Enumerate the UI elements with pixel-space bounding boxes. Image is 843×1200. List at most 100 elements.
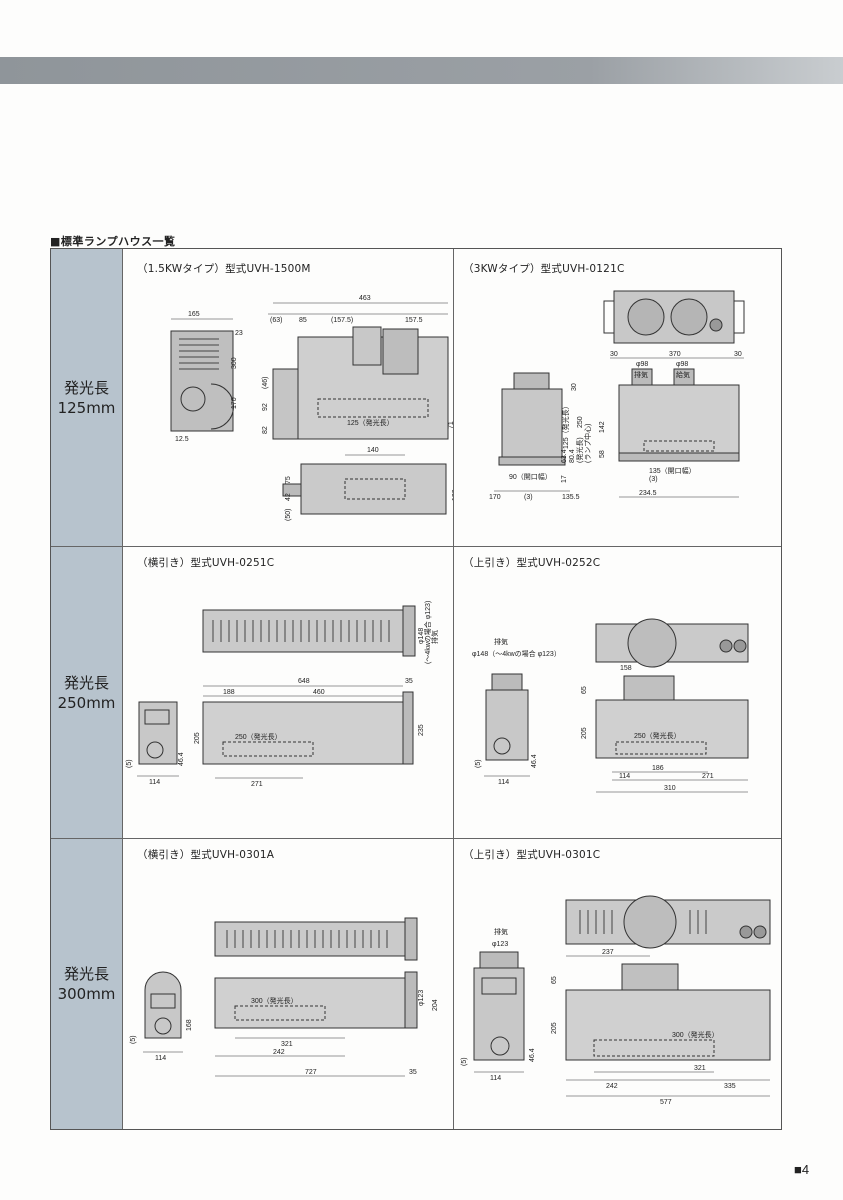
- dim-text: 370: [669, 351, 681, 358]
- dim-text: 577: [660, 1099, 672, 1106]
- dim-text: (46): [262, 377, 269, 389]
- model-title-uvh0121c: （3KWタイプ）型式UVH-0121C: [463, 263, 625, 275]
- model-title-uvh0252c: （上引き）型式UVH-0252C: [463, 557, 601, 569]
- dim-text: 310: [664, 785, 676, 792]
- dim-text: 35: [409, 1069, 417, 1076]
- dim-text: 135（開口幅）: [649, 466, 696, 475]
- dim-text: 125（発光長）: [561, 402, 570, 449]
- dim-text: 727: [305, 1069, 317, 1076]
- row-label-line2: 300mm: [57, 985, 116, 1003]
- dim-text: 排気: [494, 927, 508, 936]
- row-label-line1: 発光長: [63, 965, 109, 983]
- model-title-uvh1500m: （1.5KWタイプ）型式UVH-1500M: [137, 263, 311, 275]
- dim-text: 65: [551, 976, 558, 984]
- dim-text: 234.5: [639, 490, 657, 497]
- dim-text: 92: [262, 403, 269, 411]
- drawing-uvh0252c: 排気 φ148（～4kwの場合 φ123） 158 250（発光長） 65 20…: [472, 618, 749, 793]
- dim-text: 335: [724, 1083, 736, 1090]
- dim-text: 23: [235, 330, 243, 337]
- dim-text: 157.5: [405, 317, 423, 324]
- dim-text: 250: [577, 416, 584, 428]
- dim-text: 242: [273, 1049, 285, 1056]
- dim-text: φ123: [492, 941, 508, 948]
- dim-text: 242: [606, 1083, 618, 1090]
- dim-text: 205: [551, 1022, 558, 1034]
- dim-text: (発光長): [575, 437, 584, 463]
- dim-text: (～4kwの場合 φ123): [423, 601, 432, 664]
- dim-text: 30: [610, 351, 618, 358]
- dim-text: 271: [702, 773, 714, 780]
- row-label-line2: 125mm: [57, 398, 116, 417]
- dim-text: 170: [231, 397, 238, 409]
- dim-text: 271: [251, 781, 263, 788]
- dim-text: 142: [599, 421, 606, 433]
- model-title-uvh0301a: （横引き）型式UVH-0301A: [137, 849, 275, 861]
- dim-text: 82: [262, 426, 269, 434]
- dim-text: 80.4: [569, 449, 576, 463]
- dim-text: 204: [432, 999, 439, 1011]
- header-bar: [0, 57, 843, 84]
- drawing-uvh0301c: 排気 φ123 237 300（発光長） 65 205 321 242 335 …: [461, 895, 771, 1106]
- row-label-line2: 250mm: [57, 693, 116, 712]
- drawing-uvh0301a: 300（発光長） φ123 204 321 242 727 35 168 (5)…: [130, 917, 439, 1077]
- dim-text: 168: [186, 1019, 193, 1031]
- column-divider: [453, 249, 454, 1129]
- dim-text: 165: [188, 311, 200, 318]
- dim-text: (5): [126, 759, 133, 768]
- dim-text: 65: [581, 686, 588, 694]
- dim-text: 排気: [494, 637, 508, 646]
- dim-text: 140: [367, 447, 379, 454]
- model-title-uvh0301c: （上引き）型式UVH-0301C: [463, 849, 601, 861]
- dim-text: 114: [498, 779, 509, 786]
- dim-text: 250（発光長）: [634, 731, 681, 740]
- model-title-uvh0251c: （横引き）型式UVH-0251C: [137, 557, 275, 569]
- dim-text: 300（発光長）: [251, 996, 298, 1005]
- dim-text: 114: [619, 773, 630, 780]
- dim-text: 235: [418, 724, 425, 736]
- dim-text: 158: [620, 665, 632, 672]
- dim-text: 75: [285, 476, 292, 484]
- dim-text: 321: [694, 1065, 706, 1072]
- dim-text: (157.5): [331, 317, 353, 324]
- drawing-uvh0251c: φ148 (～4kwの場合 φ123) 排気 648 35 188 460 25…: [126, 601, 439, 788]
- dim-text: (5): [130, 1035, 137, 1044]
- dim-text: 460: [313, 689, 325, 696]
- dim-text: 186: [652, 765, 664, 772]
- dim-text: 排気: [430, 630, 439, 644]
- dim-text: 30: [571, 383, 578, 391]
- dim-text: 648: [298, 678, 310, 685]
- row-label-line1: 発光長: [63, 673, 109, 692]
- dim-text: 205: [194, 732, 201, 744]
- dim-text: 300（発光長）: [672, 1030, 719, 1039]
- dim-text: 300: [231, 357, 238, 369]
- row-label-line1: 発光長: [63, 378, 109, 397]
- dim-text: 30: [734, 351, 742, 358]
- dim-text: 58: [599, 450, 606, 458]
- dim-text: φ148: [418, 628, 425, 644]
- dim-text: 給気: [676, 370, 690, 379]
- dim-text: 35: [405, 678, 413, 685]
- dim-text: 250（発光長）: [235, 732, 282, 741]
- dim-text: 321: [281, 1041, 293, 1048]
- dim-text: 114: [490, 1075, 501, 1082]
- drawing-uvh1500m: 165 23 300 170 12.5 463 (63) 85 (157.5) …: [170, 295, 453, 521]
- row-divider: [51, 838, 781, 839]
- dim-text: (50): [285, 509, 292, 521]
- dim-text: 46.4: [178, 752, 185, 766]
- dim-text: 12.5: [175, 436, 189, 443]
- dim-text: 463: [359, 295, 371, 302]
- dim-text: 46.4: [529, 1048, 536, 1062]
- drawing-uvh0121c: 30 370 30 φ98 φ98 排気 給気 135（開口幅） (3) 234…: [489, 290, 745, 501]
- dim-text: (5): [461, 1057, 468, 1066]
- dim-text: φ148（～4kwの場合 φ123）: [472, 649, 561, 658]
- dim-text: (3): [524, 494, 533, 501]
- dim-text: 114: [155, 1055, 166, 1062]
- dim-text: (ランプ中心): [583, 424, 592, 463]
- dim-text: 46.4: [531, 754, 538, 768]
- dim-text: (5): [475, 759, 482, 768]
- dim-text: (3): [649, 476, 658, 483]
- section-title: ■標準ランプハウス一覧: [50, 235, 176, 248]
